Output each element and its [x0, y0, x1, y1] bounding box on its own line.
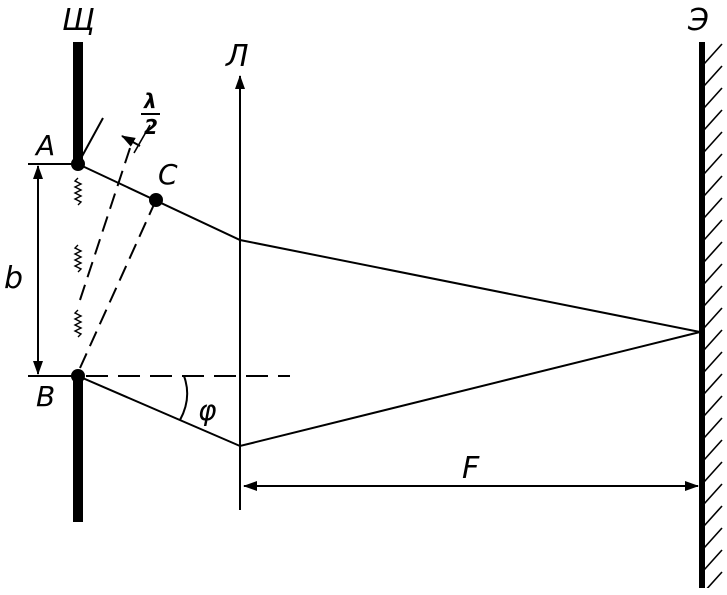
slit-plate-lower — [73, 376, 83, 522]
screen-label: Э — [687, 3, 709, 38]
ray-from-b — [77, 331, 701, 448]
hatch-line — [703, 285, 723, 307]
half-wave-zones — [79, 117, 290, 377]
half-wave-numerator: λ — [143, 89, 157, 113]
hatch-line — [703, 153, 723, 175]
hatch-line — [703, 263, 723, 285]
hatch-line — [703, 197, 723, 219]
hatch-line — [703, 175, 723, 197]
point-a-label: A — [34, 129, 55, 162]
angle-arc — [179, 375, 189, 421]
hatch-line — [703, 373, 723, 395]
point-a-dot — [71, 157, 85, 171]
slit-plate — [73, 42, 83, 522]
lens-label: Л — [225, 39, 249, 74]
slit-width-label: b — [4, 261, 23, 296]
slit-plate-upper — [73, 42, 83, 164]
zone-line-1 — [79, 117, 104, 161]
hatch-line — [703, 329, 723, 351]
screen-hatching — [703, 43, 723, 588]
hatch-line — [703, 439, 723, 461]
point-b-label: B — [36, 380, 55, 413]
hatch-line — [703, 505, 723, 527]
point-c-dot — [149, 193, 163, 207]
slit-width-dimension — [28, 163, 78, 377]
hatch-line — [703, 241, 723, 263]
hatch-line — [703, 43, 723, 65]
hatch-line — [703, 549, 723, 571]
hatch-line — [703, 109, 723, 131]
slit-label: Щ — [62, 3, 95, 38]
hatch-line — [703, 461, 723, 483]
point-b-dot — [71, 369, 85, 383]
wavefront-squiggle — [73, 244, 83, 273]
hatch-line — [703, 527, 723, 549]
labels: Щ Э Л A B C b φ F λ 2 — [4, 3, 709, 486]
hatch-line — [703, 131, 723, 153]
hatch-line — [703, 395, 723, 417]
focal-length-label: F — [462, 451, 480, 486]
ray-paths — [77, 163, 701, 448]
observation-screen — [699, 42, 723, 588]
zone-line-3 — [79, 199, 157, 369]
zone-line-2 — [79, 141, 133, 301]
angle-label: φ — [198, 394, 217, 427]
half-wave-arrow — [121, 135, 141, 147]
wavefront-squiggle — [73, 309, 83, 338]
hatch-line — [703, 307, 723, 329]
half-wave-tick — [133, 124, 151, 154]
hatch-line — [706, 571, 723, 588]
slit-wavefront — [73, 177, 83, 338]
hatch-line — [703, 65, 723, 87]
half-wave-denominator: 2 — [144, 115, 158, 139]
point-c-label: C — [158, 158, 178, 191]
hatch-line — [703, 351, 723, 373]
hatch-line — [703, 87, 723, 109]
hatch-line — [703, 417, 723, 439]
wavefront-squiggle — [73, 177, 83, 206]
points — [71, 157, 163, 383]
hatch-line — [703, 219, 723, 241]
hatch-line — [703, 483, 723, 505]
